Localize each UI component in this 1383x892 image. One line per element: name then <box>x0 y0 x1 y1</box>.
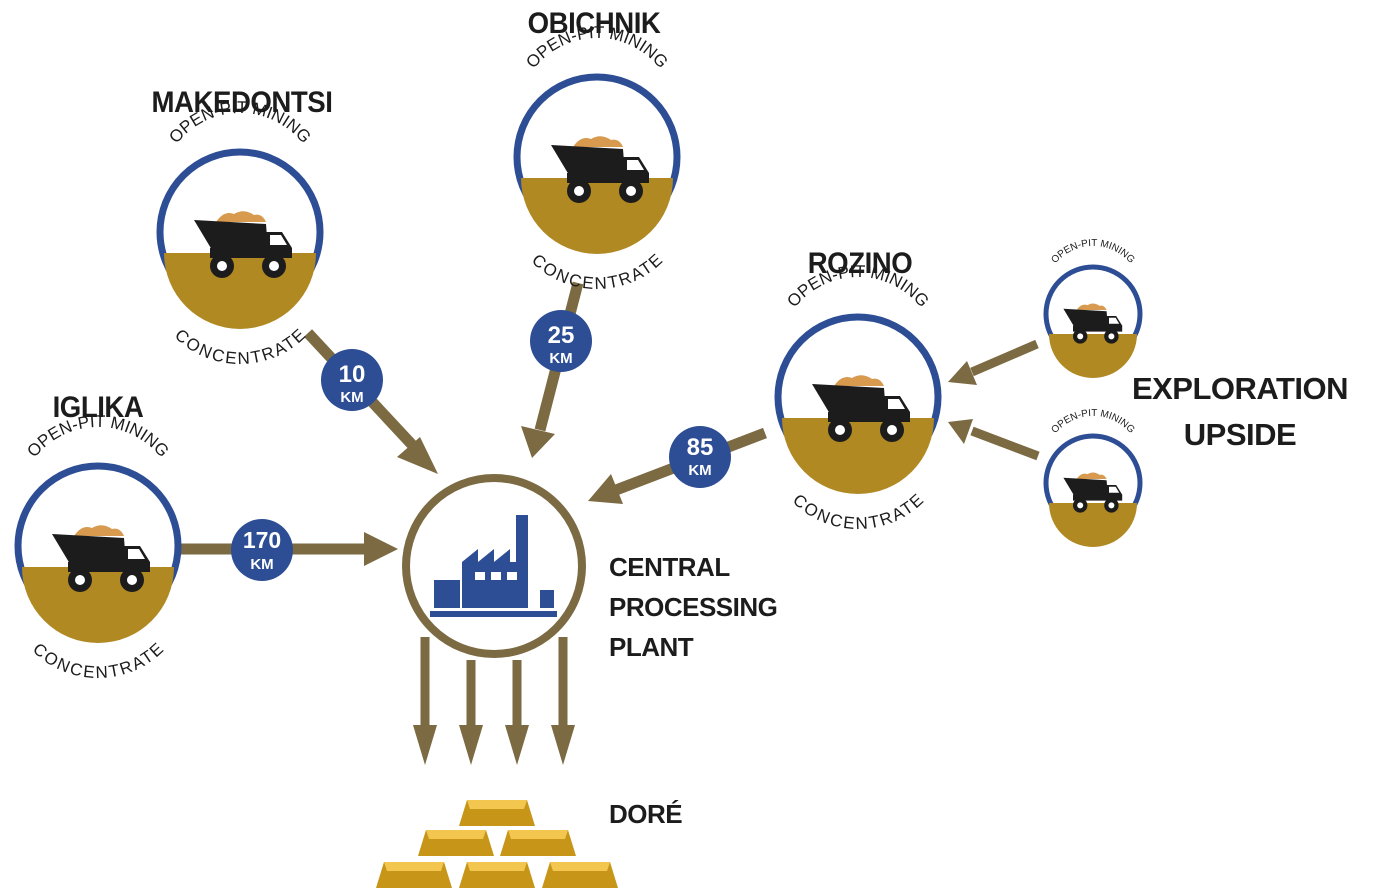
distance-unit: KM <box>688 462 711 479</box>
gold-bars-icon <box>376 800 618 888</box>
distance-value: 170 <box>243 527 281 553</box>
site-bottom-label: CONCENTRATE <box>171 325 309 368</box>
distance-value: 10 <box>339 361 366 388</box>
distance-badge-makedontsi: 10 KM <box>321 349 383 411</box>
ground <box>521 178 673 254</box>
site-bottom-label: CONCENTRATE <box>29 639 167 682</box>
plant-label: CENTRAL PROCESSING PLANT <box>609 547 778 667</box>
site-name-iglika: IGLIKA <box>52 391 144 424</box>
central-processing-plant <box>402 474 586 658</box>
arrow-exploration-lower <box>948 419 1040 461</box>
exploration-line-1: EXPLORATION <box>1131 371 1349 406</box>
dore-label: DORÉ <box>609 799 683 829</box>
ground <box>1049 334 1137 378</box>
site-name-rozino: ROZINO <box>807 247 913 280</box>
arrow-makedontsi <box>303 329 438 474</box>
factory-icon <box>430 515 557 617</box>
site-name-obichnik: OBICHNIK <box>527 7 661 40</box>
ground <box>22 567 174 643</box>
arrow-exploration-upper <box>948 339 1039 385</box>
site-top-label: OPEN-PIT MINING <box>1049 238 1136 266</box>
site-bottom-label: CONCENTRATE <box>528 250 666 293</box>
distance-badge-obichnik: 25 KM <box>530 310 592 372</box>
distance-unit: KM <box>250 556 273 573</box>
ground <box>164 253 316 329</box>
mine-site-rozino: OPEN-PIT MINING CONCENTRATE <box>774 262 942 533</box>
plant-label-line-3: PLANT <box>609 632 694 662</box>
distance-unit: KM <box>340 389 363 406</box>
exploration-site-upper: OPEN-PIT MINING <box>1043 238 1143 378</box>
exploration-line-2: UPSIDE <box>1183 417 1297 452</box>
exploration-upside-label: EXPLORATION UPSIDE <box>1118 366 1362 458</box>
site-bottom-label: CONCENTRATE <box>789 490 927 533</box>
site-name-makedontsi: MAKEDONTSI <box>151 86 333 119</box>
arrows-to-dore <box>413 637 575 765</box>
mine-site-makedontsi: OPEN-PIT MINING CONCENTRATE <box>156 98 324 368</box>
distance-badge-rozino: 85 KM <box>669 426 731 488</box>
mine-site-iglika: OPEN-PIT MINING CONCENTRATE <box>14 412 182 682</box>
ground <box>1049 503 1137 547</box>
ground <box>782 418 934 494</box>
mine-site-obichnik: OPEN-PIT MINING CONCENTRATE <box>513 23 681 293</box>
distance-badge-iglika: 170 KM <box>231 519 293 581</box>
plant-label-line-1: CENTRAL <box>609 552 730 582</box>
distance-value: 25 <box>548 322 575 349</box>
distance-unit: KM <box>549 350 572 367</box>
plant-label-line-2: PROCESSING <box>609 592 778 622</box>
distance-value: 85 <box>687 434 714 461</box>
